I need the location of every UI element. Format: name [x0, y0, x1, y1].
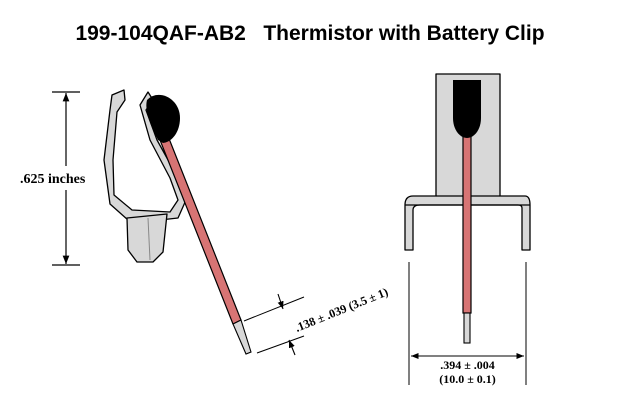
clip-body	[126, 213, 168, 263]
thermistor-bead	[146, 94, 180, 143]
diagram-title: 199-104QAF-AB2 Thermistor with Battery C…	[75, 22, 545, 45]
front-lead-bare-end	[463, 312, 471, 344]
lead-wire	[157, 130, 242, 325]
width-label-inches: .394 ± .004	[440, 358, 495, 372]
lead-arrow-lower	[288, 339, 296, 356]
height-label: .625 inches	[20, 172, 86, 187]
lead-length-label: .138 ± .039 (3.5 ± 1)	[293, 285, 390, 335]
front-thermistor-bead	[453, 80, 481, 138]
lead-extension-lower	[256, 335, 305, 354]
lead-extension-upper	[243, 296, 305, 322]
side-view: .625 inches .138 ± .039 (3.5 ± 1)	[20, 89, 390, 356]
lead-bare-end	[232, 319, 252, 355]
width-label-mm: (10.0 ± 0.1)	[439, 372, 496, 386]
lead-arrow-upper	[277, 293, 284, 310]
front-view: .394 ± .004 (10.0 ± 0.1)	[404, 73, 531, 386]
front-lead-wire	[462, 127, 472, 314]
